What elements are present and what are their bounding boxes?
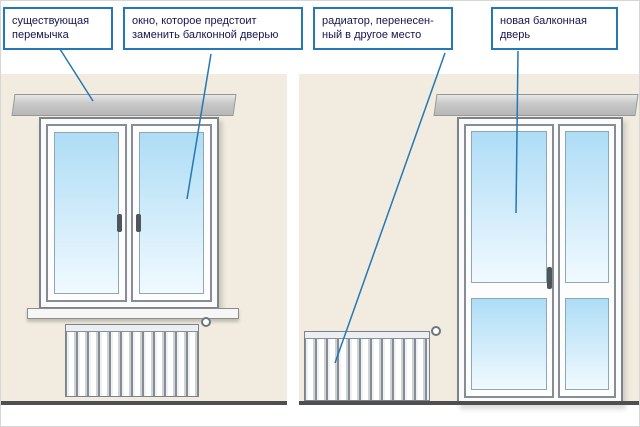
door-leaf-main <box>464 124 554 398</box>
window-glass-right <box>139 132 204 294</box>
balcony-door <box>457 117 623 405</box>
callout-window: окно, которое предстоит заменить балконн… <box>123 7 303 50</box>
radiator-under-window <box>65 324 199 397</box>
door-glass-bottom-main <box>471 298 547 390</box>
callout-radiator: радиатор, перенесен-ный в другое место <box>313 7 453 50</box>
callout-lintel: существующая перемычка <box>3 7 113 50</box>
radiator-moved <box>304 331 430 401</box>
window-glass-left <box>54 132 119 294</box>
callout-lintel-label: существующая перемычка <box>12 15 90 42</box>
window-handle-left <box>117 214 122 232</box>
window-frame <box>39 117 219 309</box>
door-handle <box>547 267 552 289</box>
callout-radiator-label: радиатор, перенесен-ный в другое место <box>322 15 434 42</box>
door-leaf-side <box>558 124 616 398</box>
door-glass-top-main <box>471 131 547 283</box>
window-inner <box>46 124 212 302</box>
window-casement-right <box>131 124 212 302</box>
radiator-valve-after <box>431 326 441 336</box>
window-casement-left <box>46 124 127 302</box>
floor-line-before <box>1 401 287 405</box>
callout-window-label: окно, которое предстоит заменить балконн… <box>132 15 279 42</box>
windowsill <box>27 308 239 319</box>
floor-line-after <box>299 401 639 405</box>
door-glass-bottom-side <box>565 298 609 390</box>
callout-door: новая балконная дверь <box>491 7 618 50</box>
door-glass-top-side <box>565 131 609 283</box>
window-handle-right <box>136 214 141 232</box>
radiator-valve-before <box>201 317 211 327</box>
lintel-after <box>433 94 639 116</box>
lintel-before <box>11 94 237 116</box>
callout-door-label: новая балконная дверь <box>500 15 587 42</box>
